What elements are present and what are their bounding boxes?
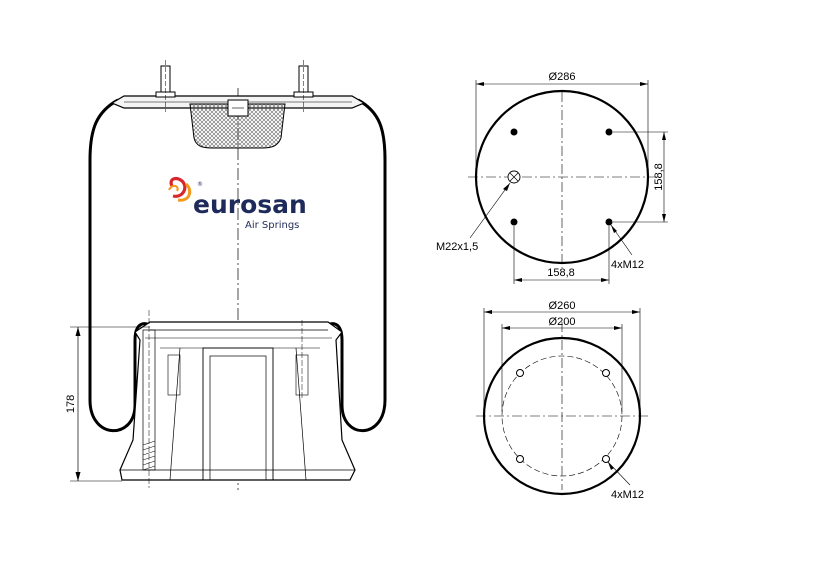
bolt-hole-icon bbox=[602, 369, 610, 377]
top-horizontal-spacing-label: 158,8 bbox=[547, 267, 575, 279]
top-plate-view: Ø286 158,8 158,8 M22x1,5 4xM12 bbox=[436, 71, 668, 284]
registered-mark: ® bbox=[197, 181, 203, 188]
bolt-circle bbox=[501, 355, 623, 477]
bolt-circle-label: Ø200 bbox=[549, 316, 576, 328]
bellows-outline bbox=[88, 98, 387, 433]
side-view: 178 ® eurosan Air Springs bbox=[65, 60, 387, 490]
air-fitting-label: M22x1,5 bbox=[436, 241, 478, 253]
bump-stop bbox=[189, 103, 286, 149]
bolt-hole-icon bbox=[516, 455, 524, 463]
height-dimension-label: 178 bbox=[65, 395, 77, 413]
bolt-hole-icon bbox=[602, 455, 610, 463]
eurosan-logo: ® eurosan Air Springs bbox=[168, 176, 307, 231]
stud-hole-icon bbox=[605, 218, 613, 226]
bottom-plate-view: Ø260 Ø200 4xM12 bbox=[476, 300, 650, 501]
top-diameter-label: Ø286 bbox=[549, 71, 576, 83]
stud-hole-icon bbox=[605, 128, 613, 136]
bottom-outer-diameter-label: Ø260 bbox=[549, 300, 576, 312]
brand-subtitle: Air Springs bbox=[245, 220, 299, 231]
stud-hole-icon bbox=[510, 218, 518, 226]
swirl-icon bbox=[168, 176, 192, 202]
brand-name: eurosan bbox=[193, 190, 307, 219]
bottom-plate-circle bbox=[482, 336, 642, 496]
height-dimension: 178 bbox=[65, 326, 150, 482]
top-plate-circle bbox=[474, 89, 650, 265]
top-vertical-spacing-label: 158,8 bbox=[653, 163, 665, 191]
air-fitting-icon bbox=[507, 170, 521, 184]
stud-hole-icon bbox=[510, 128, 518, 136]
stud-right bbox=[293, 60, 314, 112]
stud-left bbox=[155, 60, 176, 112]
piston bbox=[119, 310, 356, 488]
bottom-thread-label: 4xM12 bbox=[611, 489, 644, 501]
stud-thread-label: 4xM12 bbox=[611, 259, 644, 271]
bolt-hole-icon bbox=[516, 369, 524, 377]
